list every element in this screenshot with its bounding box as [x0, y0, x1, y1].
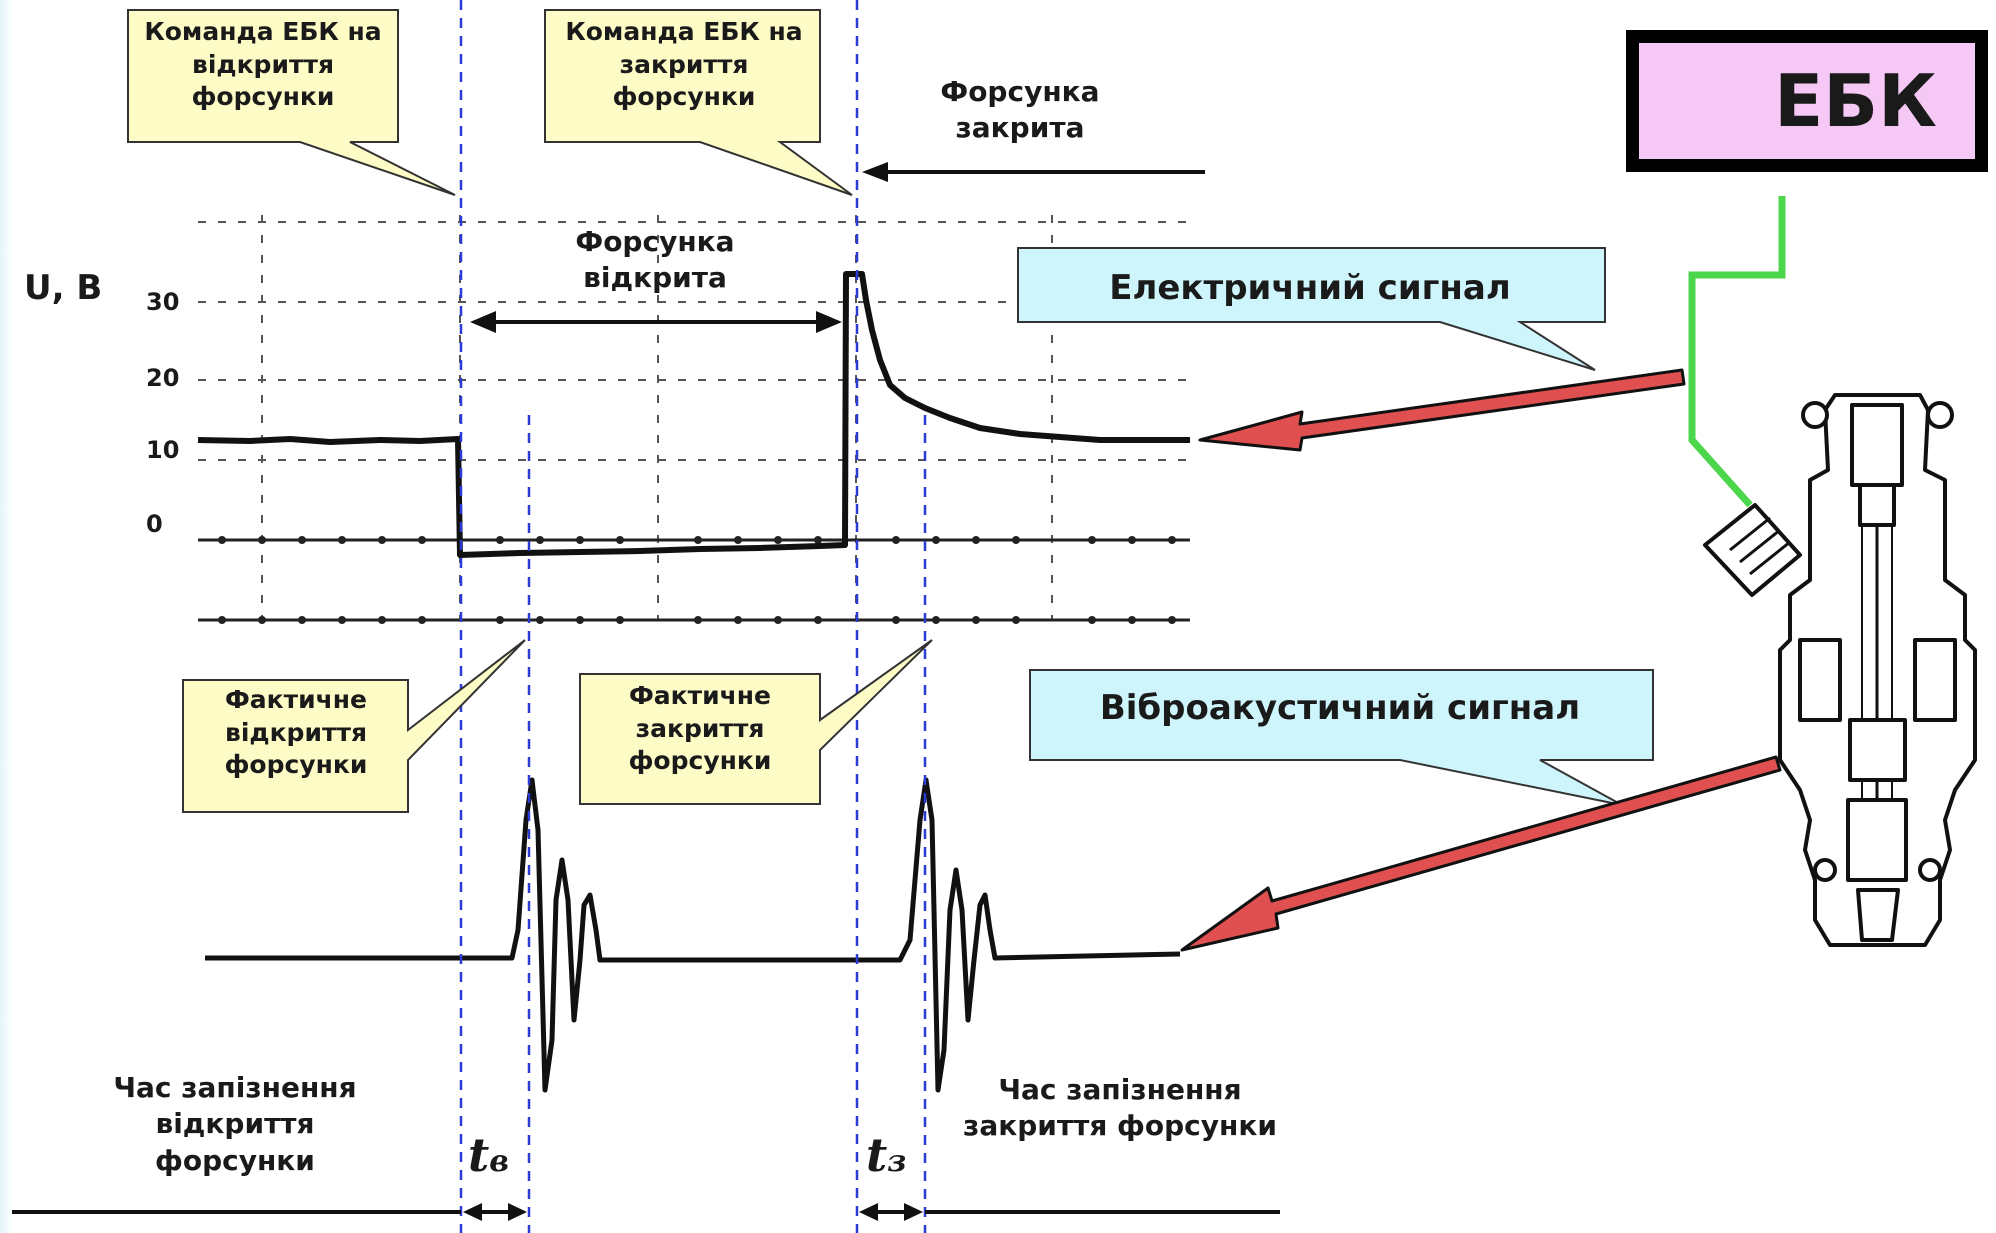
ebk-unit-label: ЕБК [1636, 40, 1978, 162]
callout-vibro-signal: Віброакустичний сигнал [1099, 688, 1581, 728]
electric-red-arrow [1198, 368, 1686, 452]
callout-close-command-shape [544, 9, 853, 196]
t-close-label: tз [866, 1128, 907, 1182]
injector-closed-arrow [862, 162, 1205, 182]
injector-closed-label: Форсунка закрита [940, 75, 1100, 145]
callout-open-command-shape [127, 9, 456, 196]
vibro-red-arrow [1180, 755, 1782, 952]
t-open-label: tв [468, 1128, 509, 1182]
injector-open-label: Форсунка відкрита [575, 225, 735, 295]
callout-open-command: Команда ЕБК на відкриття форсунки [144, 17, 382, 111]
callout-actual-close-shape [579, 639, 933, 805]
axis-dots [218, 536, 1176, 624]
y-tick-0: 0 [146, 510, 163, 538]
timing-lines [459, 0, 927, 1233]
callout-electric-shape [1017, 247, 1606, 371]
open-delay-label: Час запізнення відкриття форсунки [113, 1071, 357, 1177]
vibroacoustic-signal-trace [205, 777, 1181, 1093]
electric-signal-trace [197, 271, 1190, 558]
y-axis-label: U, B [24, 268, 103, 308]
callout-electric-signal: Електричний сигнал [1109, 268, 1511, 308]
callout-actual-open: Фактичне відкриття форсунки [224, 685, 368, 779]
t-open-arrow [463, 1203, 527, 1221]
ebk-wire [1688, 196, 1786, 508]
callout-actual-close: Фактичне закриття форсунки [628, 681, 772, 775]
fuel-injector-icon [1703, 393, 1977, 947]
callout-vibro-shape [1029, 669, 1654, 806]
injector-open-arrow [470, 311, 842, 333]
t-close-arrow [859, 1203, 923, 1221]
callout-close-command: Команда ЕБК на закриття форсунки [565, 17, 803, 111]
y-tick-10: 10 [146, 436, 180, 464]
y-tick-20: 20 [146, 364, 180, 392]
callout-actual-open-shape [182, 639, 526, 813]
close-delay-label: Час запізнення закриття форсунки [963, 1073, 1277, 1143]
ebk-unit-box: ЕБК [1626, 30, 1988, 172]
y-tick-30: 30 [146, 288, 180, 316]
left-edge-decoration [0, 0, 14, 1233]
